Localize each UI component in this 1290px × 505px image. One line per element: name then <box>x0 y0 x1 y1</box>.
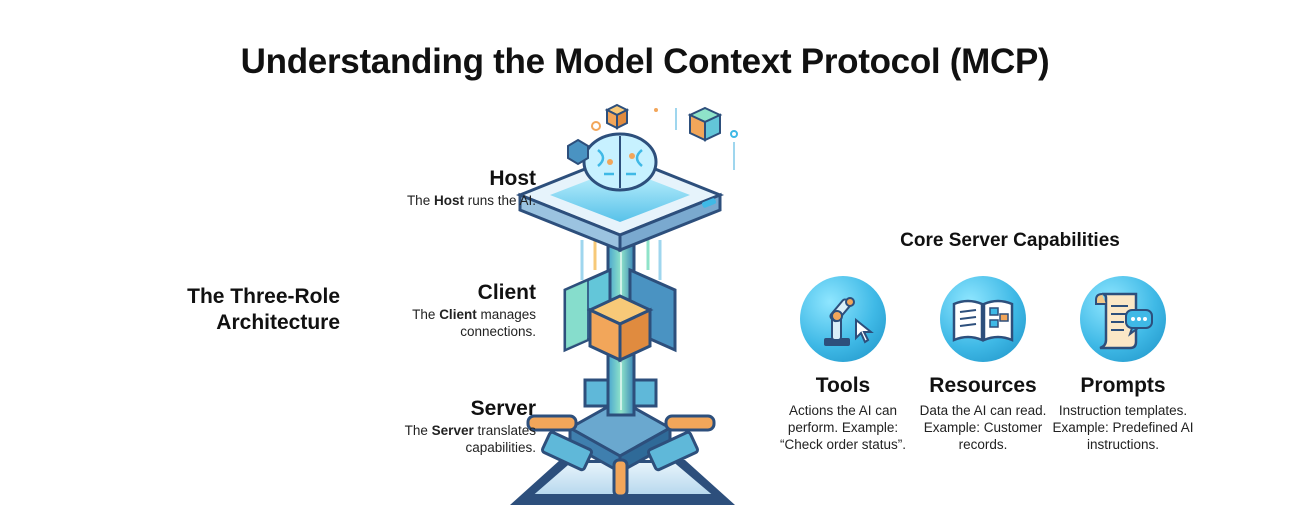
role-server: Server The Server translates capabilitie… <box>380 396 536 456</box>
ai-brain-icon <box>582 132 658 192</box>
client-connector-block <box>563 267 677 363</box>
server-hub <box>526 378 716 498</box>
capability-prompts-name: Prompts <box>1080 374 1166 397</box>
mcp-tower-illustration <box>510 103 738 505</box>
role-host-name: Host <box>489 167 536 190</box>
robot-arm-icon <box>800 276 886 362</box>
capability-tools-name: Tools <box>815 374 871 397</box>
capability-prompts: Prompts Instruction templates. Example: … <box>1048 276 1198 453</box>
capability-resources: Resources Data the AI can read. Example:… <box>908 276 1058 453</box>
role-server-desc: The Server translates capabilities. <box>404 423 536 455</box>
role-client: Client The Client manages connections. <box>380 280 536 340</box>
role-client-desc: The Client manages connections. <box>412 307 536 339</box>
role-host: Host The Host runs the AI. <box>380 166 536 209</box>
capability-prompts-desc: Instruction templates. Example: Predefin… <box>1052 403 1194 452</box>
capability-tools-desc: Actions the AI can perform. Example: “Ch… <box>779 403 907 452</box>
role-client-name: Client <box>477 281 536 304</box>
role-server-name: Server <box>470 397 536 420</box>
capability-tools: Tools Actions the AI can perform. Exampl… <box>768 276 918 453</box>
role-host-desc: The Host runs the AI. <box>406 193 536 208</box>
floating-cube-icons <box>567 103 738 170</box>
capability-resources-name: Resources <box>929 374 1037 397</box>
capabilities-title: Core Server Capabilities <box>900 230 1120 251</box>
capability-resources-desc: Data the AI can read. Example: Customer … <box>919 403 1047 452</box>
architecture-label: The Three-Role Architecture <box>187 285 340 334</box>
open-book-icon <box>940 276 1026 362</box>
scroll-chat-icon <box>1080 276 1166 362</box>
page-title: Understanding the Model Context Protocol… <box>240 42 1050 81</box>
host-platform <box>515 153 725 253</box>
